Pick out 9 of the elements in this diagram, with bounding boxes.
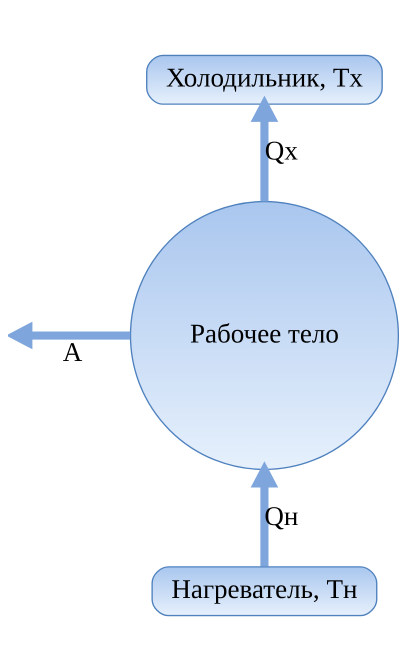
arrow	[250, 96, 278, 202]
edge-label: Qх	[264, 136, 298, 166]
edge-label: A	[62, 337, 82, 368]
node-box: Нагреватель, Tн	[151, 566, 378, 616]
arrow	[8, 322, 130, 350]
node-circle: Рабочее тело	[130, 200, 400, 470]
node-box: Холодильник, Tх	[146, 54, 383, 105]
arrow	[250, 461, 278, 567]
edge-label: Qн	[264, 500, 298, 531]
